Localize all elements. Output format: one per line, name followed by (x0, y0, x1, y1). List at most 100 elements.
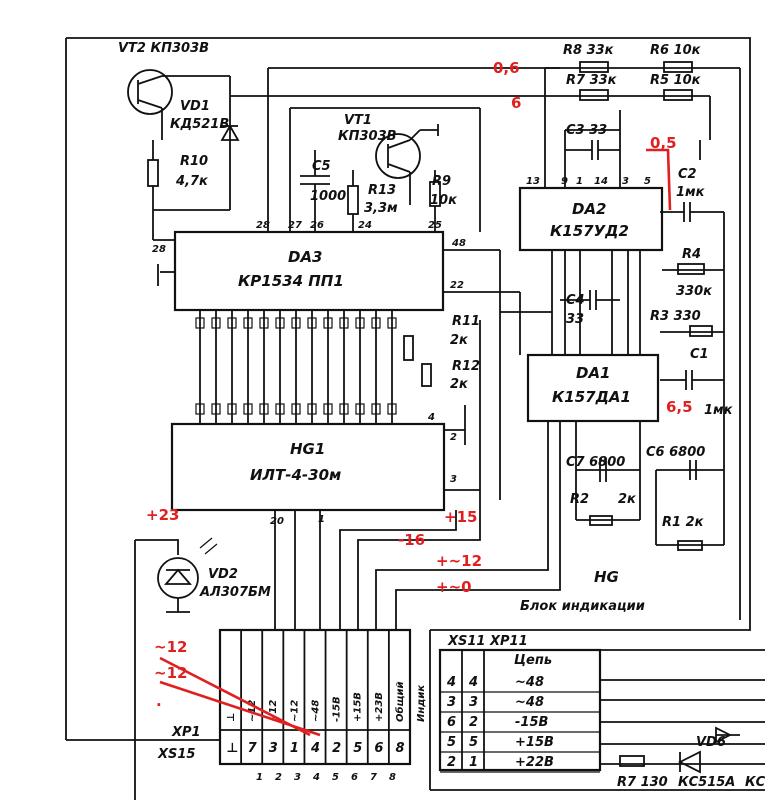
hg-pin-3: 3 (450, 474, 457, 485)
xp1-bottom-pin: 1 (256, 772, 263, 783)
xp1-pin-number: 1 (290, 741, 299, 756)
kc-label: КС (745, 775, 765, 790)
xp1-wire-label: ~12 (268, 700, 279, 722)
r9-resistor (429, 170, 441, 232)
da2-block (518, 186, 664, 252)
r11-resistor (403, 335, 414, 361)
r4-label: R4 (682, 247, 701, 262)
xp1-wire-label: ~12 (289, 700, 300, 722)
hg1-type: ИЛТ-4-30м (250, 466, 341, 484)
xp1-pin-number: 5 (353, 741, 362, 756)
da2-title: DA2 (572, 200, 607, 218)
chain-header: Цепь (514, 653, 552, 668)
xp1-wire-label: +15В (353, 692, 364, 722)
r7-resistor (545, 89, 710, 101)
bus-pin-mark (275, 403, 285, 415)
da3-pin-25: 25 (428, 220, 442, 231)
bus-pin-mark (387, 403, 397, 415)
c3-capacitor (564, 110, 621, 188)
xp1-pin-number: 7 (248, 741, 258, 756)
r4-resistor (662, 263, 724, 275)
xs-row-label: -15В (515, 715, 548, 730)
xp1-bottom-pin: 5 (332, 772, 339, 783)
bus-pin-mark (339, 317, 349, 329)
r10-label: R10 (180, 154, 208, 169)
da3-pin-28: 28 (256, 220, 270, 231)
vt1-type: КП303В (338, 129, 397, 144)
r8-resistor (545, 61, 740, 73)
vd2-type: АЛ307БМ (199, 585, 271, 600)
vd6-label: VD6 (696, 735, 726, 750)
xp1-wire-label: Общий (394, 681, 406, 722)
da1-type: К157ДА1 (552, 388, 631, 406)
r3-label: R3 330 (650, 309, 701, 324)
c1-value: 1мк (704, 403, 734, 418)
annot-plus-15: +15 (444, 508, 477, 526)
da3-left-pin: 28 (152, 244, 166, 255)
r11-label: R11 (452, 314, 480, 329)
r9-label: R9 (432, 174, 451, 189)
annot-dot: . (156, 692, 162, 710)
kc515-label: КС515А (678, 775, 735, 790)
annot-minus-16: -16 (398, 531, 425, 549)
r9-value: 10к (430, 193, 458, 208)
vd2-label: VD2 (208, 567, 238, 582)
top-bus (230, 67, 560, 232)
xp-row-pin: 3 (469, 695, 478, 710)
r2-resistor (589, 515, 613, 526)
hg-pin-4: 4 (427, 412, 435, 423)
r12-resistor (421, 363, 432, 387)
annot-0-5: 0,5 (650, 134, 677, 152)
xs-row-pin: 3 (447, 695, 456, 710)
da2-lower-pins (500, 250, 641, 355)
bus-pin-mark (211, 403, 221, 415)
da1-title: DA1 (576, 364, 611, 382)
xs-row-pin: 4 (446, 675, 456, 690)
vd1-diode (220, 76, 240, 210)
xp1-bottom-pin: 7 (370, 772, 377, 783)
hg-pin-1: 1 (318, 514, 325, 525)
vt2-label: VT2 КП303В (118, 41, 209, 56)
c6-label: C6 6800 (646, 445, 705, 460)
r7-130-label: R7 130 (617, 775, 668, 790)
annot-plus-12: +~12 (436, 552, 482, 570)
r10-value: 4,7к (175, 174, 209, 189)
xp1-pin-number: ⊥ (227, 741, 239, 756)
r10-resistor (147, 140, 230, 211)
xp1-bottom-pin: 6 (351, 772, 358, 783)
c5-capacitor (300, 150, 330, 232)
bus-pin-mark (339, 403, 349, 415)
da3-pin-26: 26 (310, 220, 324, 231)
c5-label: C5 (312, 159, 331, 174)
hg-pin-20: 20 (270, 516, 284, 527)
c2-label: C2 (678, 167, 697, 182)
bus-pin-mark (211, 317, 221, 329)
xp1-pin-number: 3 (269, 741, 278, 756)
xp1-label: XP1 (171, 725, 201, 740)
r3-resistor (660, 325, 724, 337)
r6-resistor (663, 61, 693, 73)
vd1-type: КД521В (170, 117, 229, 132)
da3-pin-48: 48 (451, 238, 466, 249)
r8-label: R8 33к (563, 43, 615, 58)
bus-pin-mark (387, 317, 397, 329)
annot-tilde-12a: ~12 (154, 638, 187, 656)
c7-label: C7 6800 (566, 455, 625, 470)
xp1-bottom-pin: 4 (312, 772, 320, 783)
da3-title: DA3 (288, 248, 323, 266)
unit-frame (65, 37, 751, 800)
xs-xp-label: XS11 XP11 (447, 634, 528, 649)
da2-type: К157УД2 (550, 222, 629, 240)
vt1-transistor (375, 124, 439, 205)
c4-value: 33 (566, 312, 584, 327)
annot-6: 6 (511, 94, 521, 112)
xp1-bottom-pin: 8 (389, 772, 396, 783)
c2-capacitor (660, 140, 724, 222)
r1-label: R1 2к (662, 515, 705, 530)
r13-value: 3,3м (364, 201, 398, 216)
xp1-pin-number: 6 (374, 741, 383, 756)
r11-value: 2к (450, 333, 469, 348)
bus-pin-mark (291, 317, 301, 329)
bus-pin-mark (371, 403, 381, 415)
